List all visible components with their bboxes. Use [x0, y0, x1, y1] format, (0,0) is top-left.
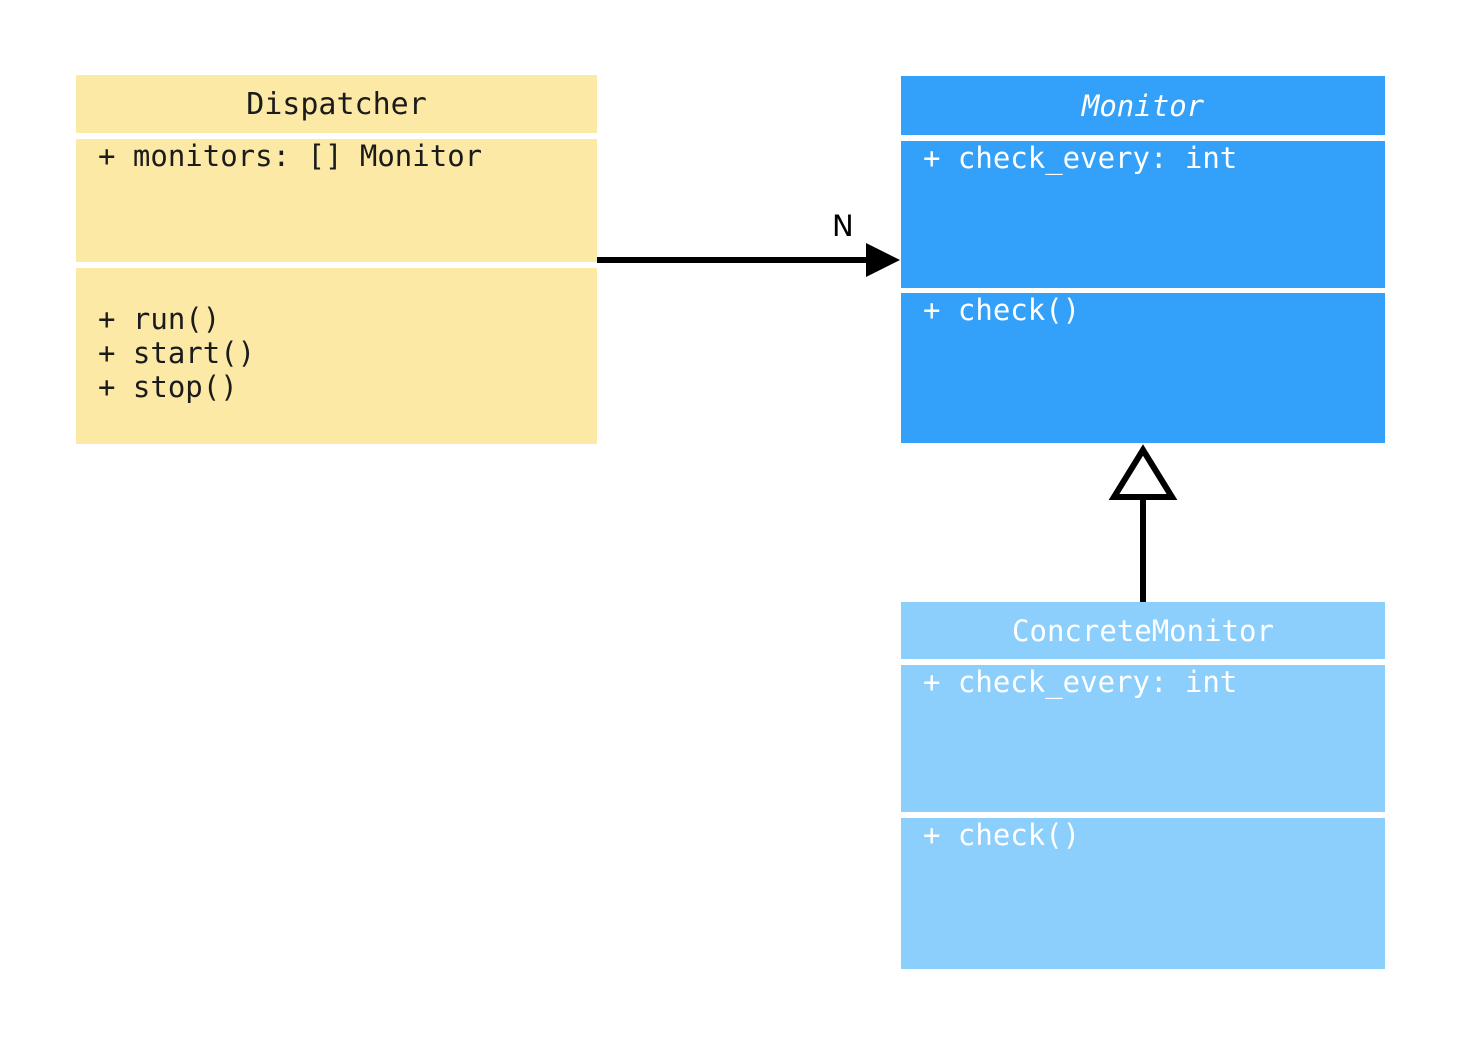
uml-methods-compartment-concretemonitor: + check()	[901, 818, 1385, 969]
uml-attributes-compartment-dispatcher: + monitors: [] Monitor	[76, 139, 597, 262]
uml-class-concretemonitor[interactable]: ConcreteMonitor + check_every: int + che…	[901, 602, 1385, 969]
uml-methods-compartment-monitor: + check()	[901, 293, 1385, 443]
uml-association-dispatcher-monitor	[597, 243, 900, 277]
uml-method-row: + start()	[98, 336, 256, 370]
uml-attributes-compartment-concretemonitor: + check_every: int	[901, 665, 1385, 812]
uml-class-title-band-dispatcher: Dispatcher	[76, 75, 597, 133]
uml-method-list-concretemonitor: + check()	[901, 818, 1385, 852]
uml-attribute-row: + check_every: int	[923, 665, 1238, 699]
uml-attribute-list-monitor: + check_every: int	[901, 141, 1385, 175]
uml-attribute-list-dispatcher: + monitors: [] Monitor	[76, 139, 597, 173]
uml-class-name-monitor: Monitor	[1081, 88, 1205, 123]
uml-class-title-band-monitor: Monitor	[901, 76, 1385, 135]
uml-class-name-dispatcher: Dispatcher	[246, 86, 427, 122]
uml-attribute-row: + check_every: int	[923, 141, 1238, 175]
uml-class-dispatcher[interactable]: Dispatcher + monitors: [] Monitor + run(…	[76, 75, 597, 444]
uml-method-row: + run()	[98, 302, 221, 336]
uml-method-list-monitor: + check()	[901, 293, 1385, 327]
uml-association-multiplicity-label: N	[832, 209, 854, 243]
uml-method-row: + check()	[923, 293, 1081, 327]
uml-attributes-compartment-monitor: + check_every: int	[901, 141, 1385, 288]
uml-attribute-list-concretemonitor: + check_every: int	[901, 665, 1385, 699]
uml-method-row: + check()	[923, 818, 1081, 852]
uml-class-title-band-concretemonitor: ConcreteMonitor	[901, 602, 1385, 659]
uml-method-list-dispatcher: + run() + start() + stop()	[76, 268, 597, 404]
uml-generalization-concretemonitor-monitor	[1108, 444, 1178, 602]
uml-hollow-triangle-arrowhead-icon	[1108, 444, 1178, 500]
uml-method-row: + stop()	[98, 370, 238, 404]
uml-methods-compartment-dispatcher: + run() + start() + stop()	[76, 268, 597, 444]
uml-attribute-row: + monitors: [] Monitor	[98, 139, 483, 173]
uml-filled-arrowhead-icon	[866, 243, 900, 277]
uml-class-name-concretemonitor: ConcreteMonitor	[1012, 613, 1274, 648]
uml-class-monitor[interactable]: Monitor + check_every: int + check()	[901, 76, 1385, 443]
